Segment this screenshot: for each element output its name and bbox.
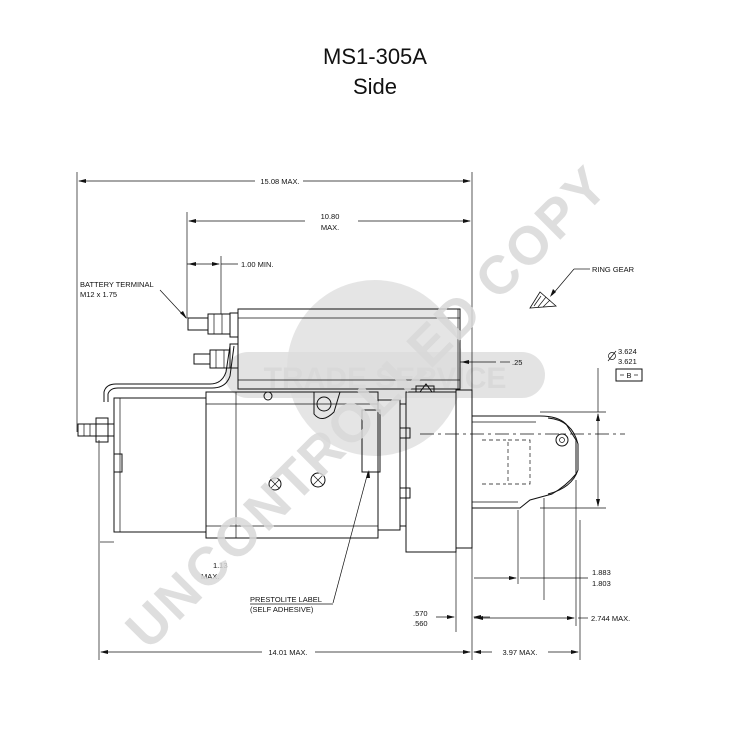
dim-nose-length: 2.744 MAX. xyxy=(474,480,630,626)
dim-pilot-diameter-min: 3.621 xyxy=(618,357,637,366)
dim-pinion-min: 1.803 xyxy=(592,579,611,588)
dim-solenoid-length-value: 10.80 xyxy=(321,212,340,221)
dim-flange-max: .570 xyxy=(413,609,428,618)
dim-terminal-offset: 1.00 MIN. xyxy=(187,256,274,314)
dim-clearance: .25 xyxy=(460,358,522,367)
dim-solenoid-length: 10.80 MAX. xyxy=(186,212,471,318)
dim-clearance-label: .25 xyxy=(512,358,522,367)
dim-flange-thickness: .570 .560 xyxy=(413,548,490,632)
battery-terminal-label: BATTERY TERMINAL xyxy=(80,280,154,289)
dim-overall-length-label: 15.08 MAX. xyxy=(260,177,299,186)
ring-gear-label: RING GEAR xyxy=(592,265,635,274)
drawing-title: MS1-305A Side xyxy=(0,42,750,102)
dim-front-length: 3.97 MAX. xyxy=(473,520,581,660)
dim-pilot-diameter: 3.624 3.621 B xyxy=(540,347,643,509)
dim-113: 1.13 MAX. xyxy=(100,541,228,581)
dim-body-length-label: 14.01 MAX. xyxy=(268,648,307,657)
battery-terminal-callout: BATTERY TERMINAL M12 x 1.75 xyxy=(80,280,187,319)
battery-terminal-thread: M12 x 1.75 xyxy=(80,290,117,299)
label-callout: PRESTOLITE LABEL (SELF ADHESIVE) xyxy=(250,470,370,614)
dim-nose-length-label: 2.744 MAX. xyxy=(591,614,630,623)
dim-front-length-label: 3.97 MAX. xyxy=(502,648,537,657)
wire-harness xyxy=(103,345,235,402)
end-housing xyxy=(77,397,207,533)
view-name: Side xyxy=(352,74,398,99)
dim-pinion-max: 1.883 xyxy=(592,568,611,577)
label-callout-note: (SELF ADHESIVE) xyxy=(250,605,314,614)
dim-body-length: 14.01 MAX. xyxy=(98,440,471,660)
dim-flange-min: .560 xyxy=(413,619,428,628)
solenoid xyxy=(187,308,461,390)
datum-b-label: B xyxy=(626,371,631,380)
dim-pilot-diameter-max: 3.624 xyxy=(618,347,637,356)
model-number: MS1-305A xyxy=(323,44,427,69)
dim-113-value: 1.13 xyxy=(213,561,228,570)
drive-housing xyxy=(377,383,579,553)
dim-113-max: MAX. xyxy=(201,572,219,581)
ring-gear-callout: RING GEAR xyxy=(529,265,635,309)
dim-solenoid-length-max: MAX. xyxy=(321,223,339,232)
dim-pinion-position: 1.883 1.803 xyxy=(474,498,611,600)
dim-terminal-offset-label: 1.00 MIN. xyxy=(241,260,274,269)
label-callout-text: PRESTOLITE LABEL xyxy=(250,595,322,604)
